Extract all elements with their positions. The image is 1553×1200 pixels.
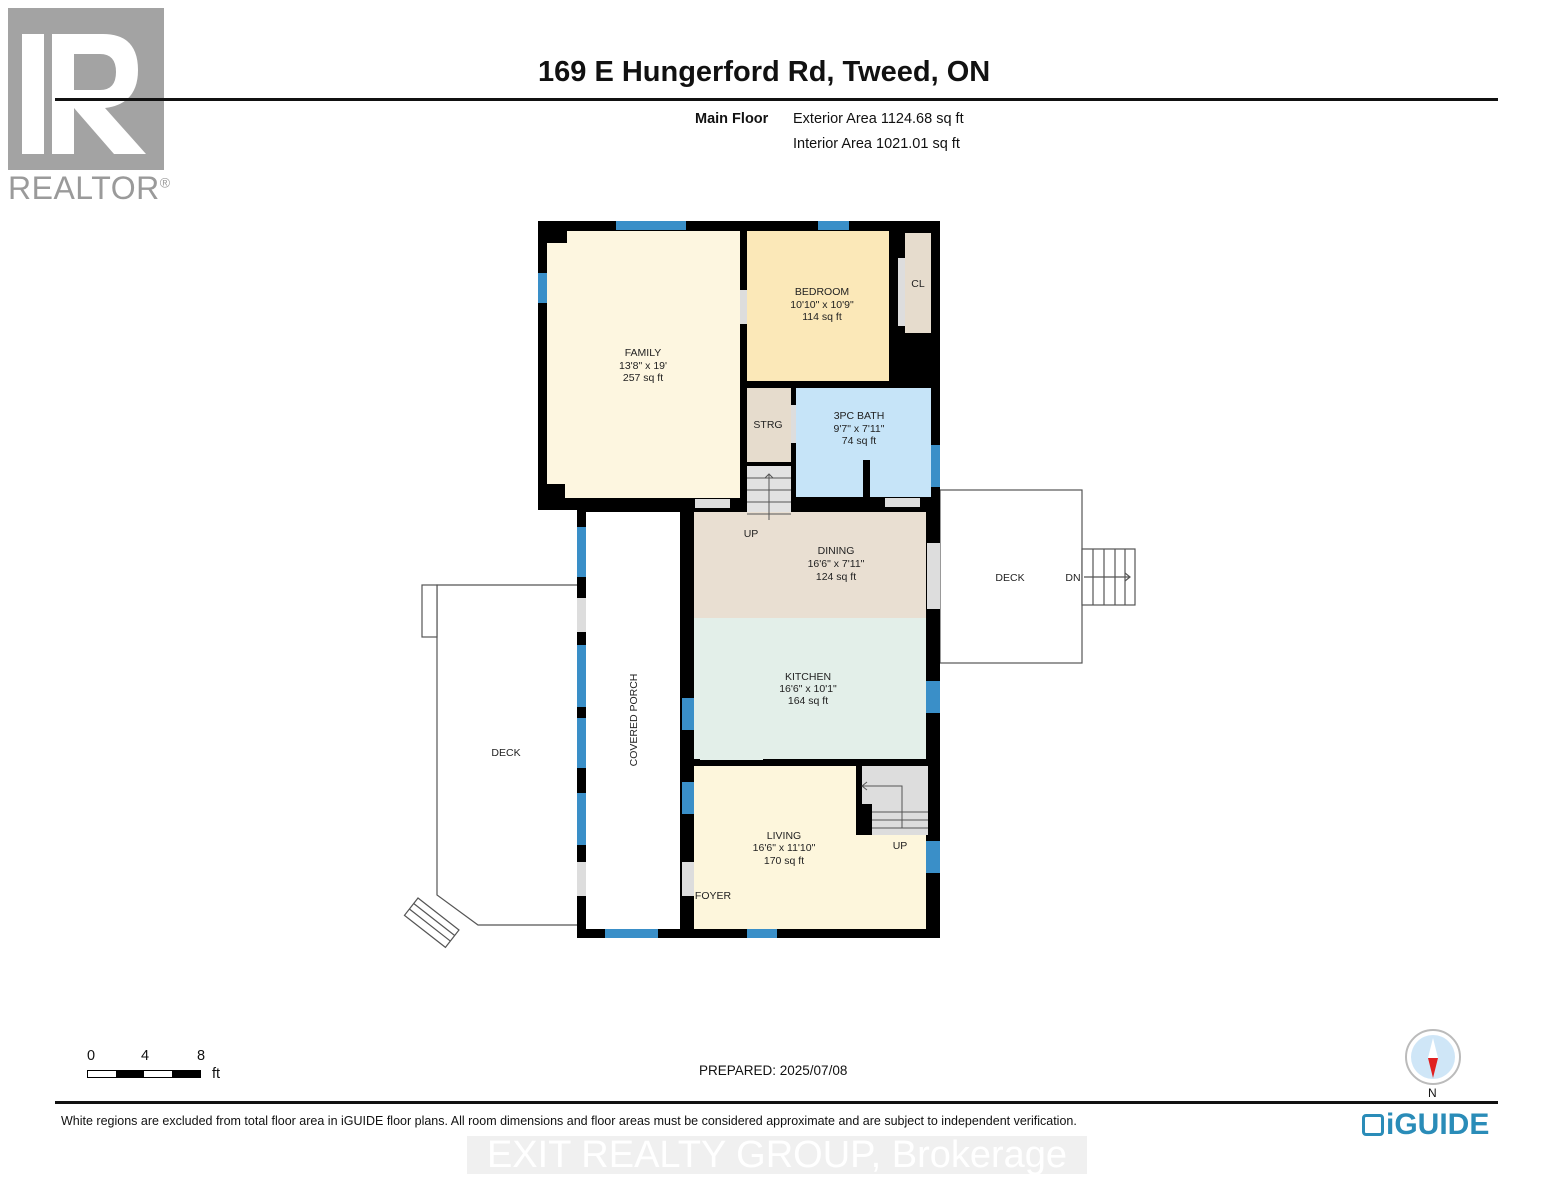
foyer-label: FOYER: [695, 890, 732, 902]
kitchen-name: KITCHEN: [785, 671, 831, 683]
bedroom-dims: 10'10" x 10'9": [790, 299, 854, 311]
bath-name: 3PC BATH: [834, 410, 885, 422]
stairs-up-label: UP: [744, 528, 759, 540]
floor-label: Main Floor: [695, 111, 769, 127]
family-area: 257 sq ft: [623, 372, 663, 384]
interior-area: Interior Area 1021.01 sq ft: [793, 136, 960, 152]
living-name: LIVING: [767, 830, 801, 842]
room-porch: [586, 512, 680, 929]
kitchen-area: 164 sq ft: [788, 695, 828, 707]
iguide-text: iGUIDE: [1386, 1108, 1490, 1141]
dining-area: 124 sq ft: [816, 571, 856, 583]
realtor-text: REALTOR: [8, 170, 160, 206]
prepared-date: PREPARED: 2025/07/08: [699, 1063, 848, 1078]
room-kitchen: [694, 618, 926, 760]
room-storage: [747, 388, 791, 462]
bedroom-name: BEDROOM: [795, 286, 849, 298]
header-rule: [55, 98, 1498, 101]
disclaimer: White regions are excluded from total fl…: [61, 1114, 1077, 1128]
closet-name: CL: [911, 278, 925, 290]
footer-rule: [55, 1101, 1498, 1104]
storage-name: STRG: [753, 419, 782, 431]
scale-bar: [87, 1070, 201, 1078]
brokerage-watermark: EXIT REALTY GROUP, Brokerage: [467, 1136, 1087, 1174]
living-area: 170 sq ft: [764, 855, 804, 867]
dining-dims: 16'6" x 7'11": [808, 558, 865, 570]
registered-mark: ®: [159, 174, 171, 191]
bedroom-area: 114 sq ft: [802, 311, 842, 323]
bath-area: 74 sq ft: [842, 435, 877, 447]
stairs-up-label: UP: [893, 840, 908, 852]
scale-label-0: 0: [87, 1048, 96, 1064]
room-closet: [905, 233, 931, 333]
stairs-down-label: DN: [1065, 572, 1080, 584]
porch-label: COVERED PORCH: [628, 674, 640, 767]
realtor-wordmark: REALTOR®: [8, 170, 171, 207]
room-bedroom: [747, 231, 889, 381]
bath-dims: 9'7" x 7'11": [834, 423, 885, 435]
deck-right-label: DECK: [995, 572, 1024, 584]
scale-label-4: 4: [141, 1048, 150, 1064]
compass-north: N: [1428, 1086, 1437, 1100]
deck-left-label: DECK: [491, 747, 520, 759]
family-dims: 13'8" x 19': [619, 360, 667, 372]
dining-name: DINING: [818, 545, 855, 557]
scale-label-8: 8: [197, 1048, 206, 1064]
room-family: [547, 231, 740, 498]
living-dims: 16'6" x 11'10": [753, 842, 816, 854]
exterior-area: Exterior Area 1124.68 sq ft: [793, 111, 964, 127]
deck-left-step: [421, 584, 438, 638]
room-dining: [694, 512, 926, 618]
family-name: FAMILY: [625, 347, 662, 359]
iguide-logo: iGUIDE: [1362, 1108, 1489, 1142]
deck-left-stairs: [403, 897, 460, 949]
compass-icon: [1405, 1029, 1461, 1085]
scale-unit: ft: [212, 1066, 221, 1082]
iguide-icon: [1362, 1114, 1384, 1136]
address-title: 169 E Hungerford Rd, Tweed, ON: [538, 56, 991, 88]
kitchen-dims: 16'6" x 10'1": [779, 683, 837, 695]
realtor-logo: [8, 8, 164, 170]
deck-left-outline: [436, 584, 577, 926]
